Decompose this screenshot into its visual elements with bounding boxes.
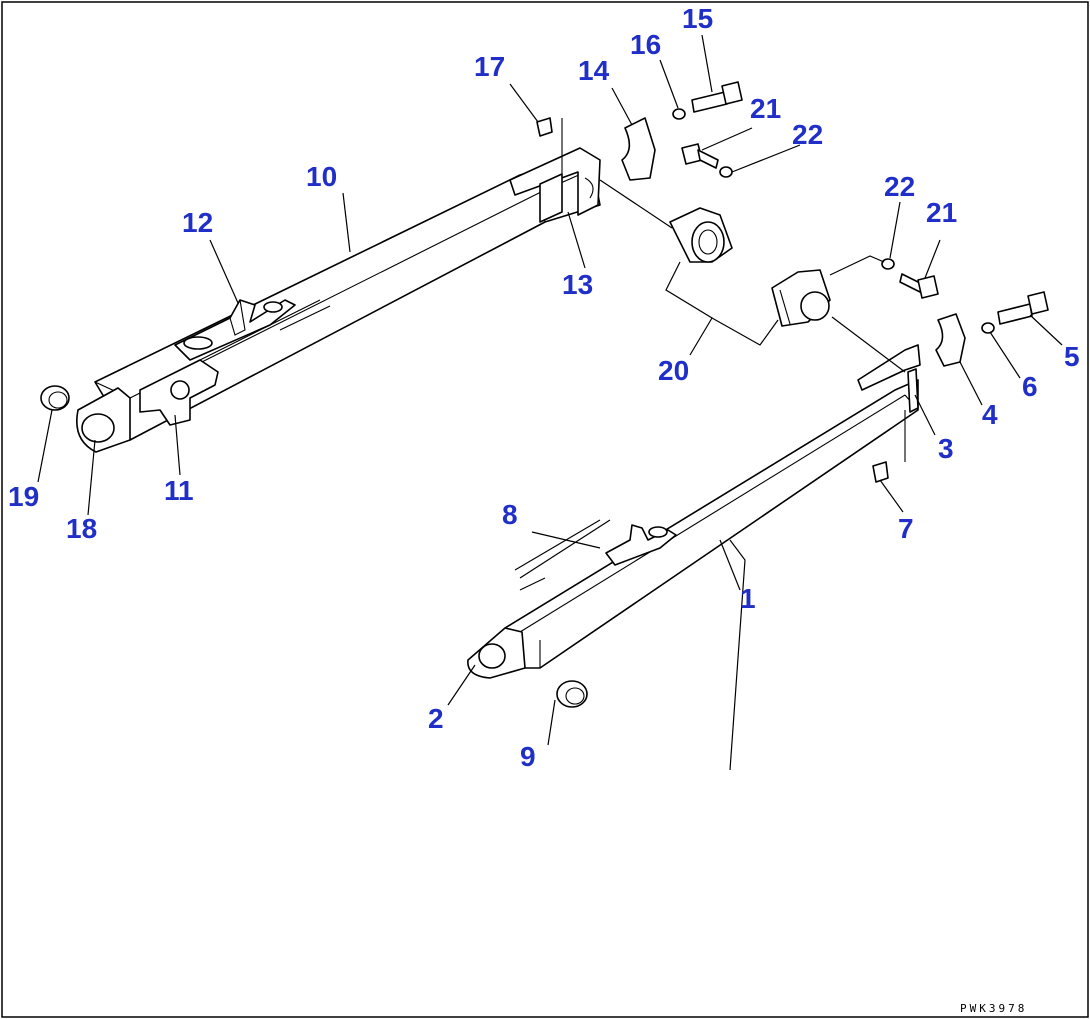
callout-14: 14 xyxy=(578,55,610,86)
callout-1: 1 xyxy=(740,583,756,614)
callout-2: 2 xyxy=(428,703,444,734)
callout-7: 7 xyxy=(898,513,914,544)
callout-9: 9 xyxy=(520,741,536,772)
drawing-code: PWK3978 xyxy=(960,1002,1027,1015)
bushing-9 xyxy=(556,680,588,708)
callout-10: 10 xyxy=(306,161,337,192)
callout-13: 13 xyxy=(562,269,593,300)
callout-5: 5 xyxy=(1064,341,1080,372)
callout-22-lower: 22 xyxy=(884,171,915,202)
callout-17: 17 xyxy=(474,51,505,82)
callout-15: 15 xyxy=(682,3,713,34)
clamp-4 xyxy=(935,313,966,367)
callout-19: 19 xyxy=(8,481,39,512)
callout-11: 11 xyxy=(164,475,194,506)
callout-18: 18 xyxy=(66,513,97,544)
callout-16: 16 xyxy=(630,29,661,60)
callout-21-lower: 21 xyxy=(926,197,957,228)
callout-8: 8 xyxy=(502,499,518,530)
washer-6 xyxy=(981,322,995,334)
callout-21-upper: 21 xyxy=(750,93,781,124)
plate-13 xyxy=(539,173,563,223)
bushing-19 xyxy=(40,385,70,411)
frame-1-rear-end xyxy=(857,344,921,391)
nut-7 xyxy=(872,461,889,483)
washer-22-upper xyxy=(719,166,733,178)
callout-22-upper: 22 xyxy=(792,119,823,150)
leader-lines xyxy=(37,34,1063,771)
clamp-14 xyxy=(621,117,656,181)
callout-12: 12 xyxy=(182,207,213,238)
callout-20: 20 xyxy=(658,355,689,386)
callout-6: 6 xyxy=(1022,371,1038,402)
bore-2 xyxy=(478,643,506,669)
bore-18 xyxy=(81,413,115,443)
frame-1-beam xyxy=(504,379,919,669)
frame-10-rear-end xyxy=(509,147,601,216)
nut-17 xyxy=(536,117,553,137)
plate-3 xyxy=(907,368,919,413)
washer-22-lower xyxy=(881,258,895,270)
callout-labels: 1 2 3 4 5 6 7 8 9 10 11 12 13 14 15 16 1… xyxy=(8,3,1080,772)
bolt-15 xyxy=(691,91,728,113)
bolt-5 xyxy=(997,303,1033,325)
right-frame-assembly xyxy=(467,258,1049,708)
callout-4: 4 xyxy=(982,399,998,430)
callout-3: 3 xyxy=(938,433,954,464)
washer-16 xyxy=(672,108,686,120)
left-frame-assembly xyxy=(40,81,743,453)
